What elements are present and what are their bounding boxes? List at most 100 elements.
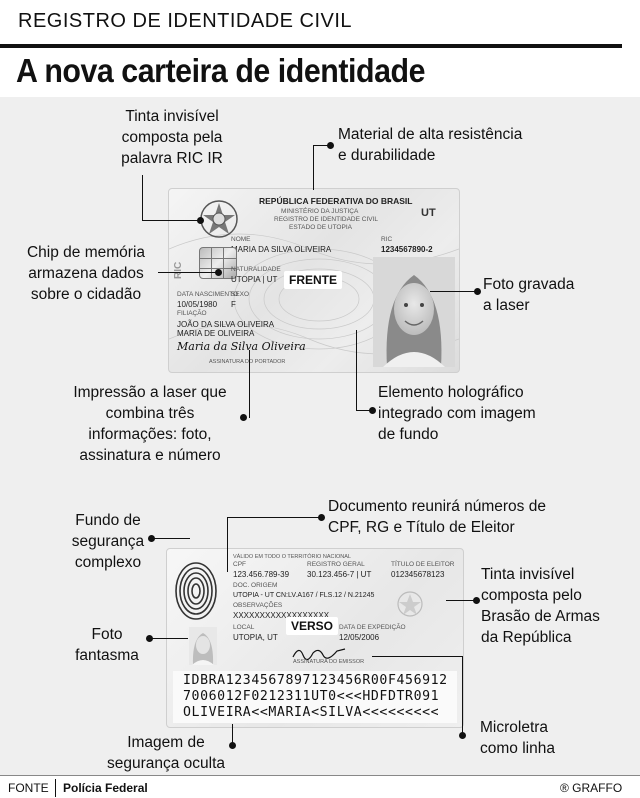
local-value: UTOPIA, UT — [233, 633, 278, 642]
sexo-label: SEXO — [231, 291, 250, 298]
leader-line — [313, 145, 314, 190]
credit: ® GRAFFO — [560, 781, 623, 795]
ric-label: RIC — [381, 236, 393, 243]
state-abbrev: UT — [421, 207, 436, 219]
leader-dot — [148, 535, 155, 542]
leader-dot — [229, 742, 236, 749]
top-strip: VÁLIDO EM TODO O TERRITÓRIO NACIONAL — [233, 554, 351, 560]
naturalidade-value: UTOPIA | UT — [231, 275, 278, 284]
registry-text: REGISTRO DE IDENTIDADE CIVIL — [274, 216, 379, 223]
leader-line — [227, 517, 323, 518]
source-name: Polícia Federal — [63, 781, 148, 795]
section-kicker: REGISTRO DE IDENTIDADE CIVIL — [18, 10, 353, 32]
leader-line — [356, 410, 372, 411]
nome-label: NOME — [231, 236, 251, 243]
mrz-zone: IDBRA1234567897123456R00F456912 7006012F… — [173, 671, 457, 723]
cpf-value: 123.456.789-39 — [233, 570, 290, 579]
leader-dot — [473, 597, 480, 604]
titulo-value: 012345678123 — [391, 570, 445, 579]
rg-label: REGISTRO GERAL — [307, 561, 365, 568]
leader-line — [142, 175, 143, 220]
ministry-text: MINISTÉRIO DA JUSTIÇA — [281, 208, 359, 215]
leader-dot — [459, 732, 466, 739]
leader-line — [249, 350, 250, 418]
page-title: A nova carteira de identidade — [16, 52, 426, 89]
leader-line — [232, 724, 233, 746]
nascimento-label: DATA NASCIMENTO — [177, 291, 239, 298]
leader-dot — [197, 217, 204, 224]
holder-signature: Maria da Silva Oliveira — [177, 340, 306, 353]
mrz-line-2: 7006012F0212311UT0<<<HDFDTR091 — [183, 689, 440, 704]
coat-of-arms-icon — [200, 200, 238, 238]
front-tag: FRENTE — [284, 271, 342, 289]
id-card-back: VÁLIDO EM TODO O TERRITÓRIO NACIONAL CPF… — [166, 548, 464, 728]
leader-line — [142, 220, 200, 221]
filiacao-father: JOÃO DA SILVA OLIVEIRA — [177, 320, 275, 329]
leader-line — [430, 291, 478, 292]
leader-dot — [318, 514, 325, 521]
signature-label: ASSINATURA DO PORTADOR — [209, 359, 286, 365]
rg-value: 30.123.456-7 | UT — [307, 570, 372, 579]
source-label: FONTE — [8, 781, 49, 795]
local-label: LOCAL — [233, 624, 255, 631]
header-rule — [0, 44, 622, 48]
ghost-photo — [189, 627, 217, 665]
obs-label: OBSERVAÇÕES — [233, 602, 283, 609]
holder-photo — [373, 257, 455, 367]
fingerprint-icon — [175, 562, 217, 620]
origem-value: UTOPIA - UT CN:LV.A167 / FLS.12 / N.2124… — [233, 592, 375, 599]
origem-label: DOC. ORIGEM — [233, 582, 278, 589]
expedicao-value: 12/05/2006 — [339, 633, 380, 642]
leader-dot — [474, 288, 481, 295]
footer-rule — [0, 775, 640, 776]
cpf-label: CPF — [233, 561, 246, 568]
leader-line — [227, 517, 228, 572]
obs-value: XXXXXXXXXXXXXXXXXX — [233, 611, 330, 620]
leader-dot — [369, 407, 376, 414]
expedicao-label: DATA DE EXPEDIÇÃO — [339, 624, 406, 631]
leader-dot — [240, 414, 247, 421]
state-text: ESTADO DE UTOPIA — [289, 224, 352, 231]
vertical-ric-text: RIC — [173, 261, 184, 279]
filiacao-label: FILIAÇÃO — [177, 310, 207, 317]
issuer-signature — [292, 648, 346, 661]
mrz-line-1: IDBRA1234567897123456R00F456912 — [183, 673, 448, 688]
leader-dot — [146, 635, 153, 642]
leader-line — [462, 656, 463, 736]
leader-line — [313, 145, 332, 146]
filiacao-mother: MARIA DE OLIVEIRA — [177, 329, 255, 338]
leader-line — [372, 656, 462, 657]
sexo-value: F — [231, 300, 236, 309]
leader-line — [446, 600, 476, 601]
titulo-label: TÍTULO DE ELEITOR — [391, 561, 455, 568]
leader-line — [158, 272, 218, 273]
leader-line — [152, 538, 190, 539]
nascimento-value: 10/05/1980 — [177, 300, 218, 309]
leader-line — [150, 638, 188, 639]
leader-dot — [215, 269, 222, 276]
ric-number: 1234567890-2 — [381, 245, 433, 254]
footer-divider — [55, 779, 56, 797]
faint-coat-of-arms-icon — [397, 591, 423, 617]
mrz-line-3: OLIVEIRA<<MARIA<SILVA<<<<<<<<< — [183, 705, 440, 720]
issuer-signature-label: ASSINATURA DO EMISSOR — [293, 659, 365, 665]
id-card-front: RIC REPÚBLICA FEDERATIVA DO BRASIL MINIS… — [168, 188, 460, 373]
leader-line — [356, 330, 357, 410]
back-tag: VERSO — [286, 617, 339, 635]
naturalidade-label: NATURALIDADE — [231, 266, 281, 273]
leader-dot — [327, 142, 334, 149]
republic-title: REPÚBLICA FEDERATIVA DO BRASIL — [259, 196, 413, 206]
nome-value: MARIA DA SILVA OLIVEIRA — [231, 245, 332, 254]
